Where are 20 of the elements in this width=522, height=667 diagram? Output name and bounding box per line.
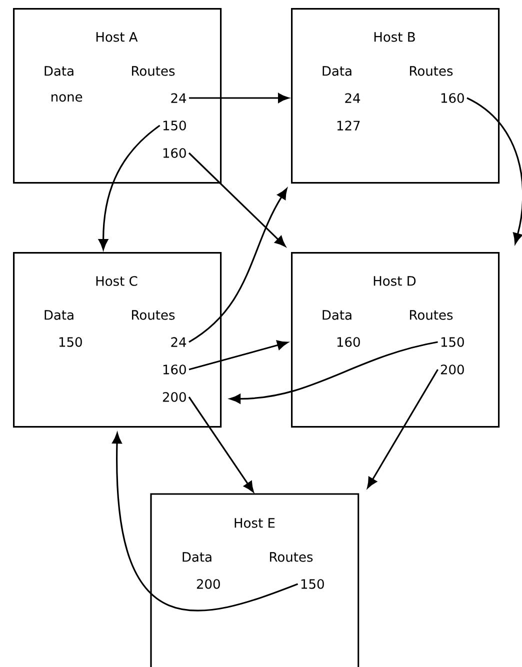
arrow: [189, 93, 289, 103]
route-number: 160: [163, 364, 186, 374]
route-number: 24: [171, 93, 186, 103]
arrow: [188, 152, 286, 247]
arrow: [230, 341, 438, 404]
route-number: 160: [441, 93, 464, 103]
arrow: [188, 396, 254, 492]
route-number: 160: [163, 148, 186, 158]
route-number: 24: [171, 337, 186, 347]
arrow: [188, 188, 288, 343]
route-number: 200: [440, 364, 464, 374]
arrow: [367, 369, 438, 488]
route-number: 200: [162, 392, 186, 402]
route-number: 150: [301, 579, 324, 589]
route-number: 150: [441, 337, 464, 347]
route-number: 150: [163, 120, 186, 130]
arrow: [112, 432, 298, 612]
arrow: [98, 124, 160, 250]
arrow: [466, 97, 522, 244]
arrow: [188, 340, 288, 370]
